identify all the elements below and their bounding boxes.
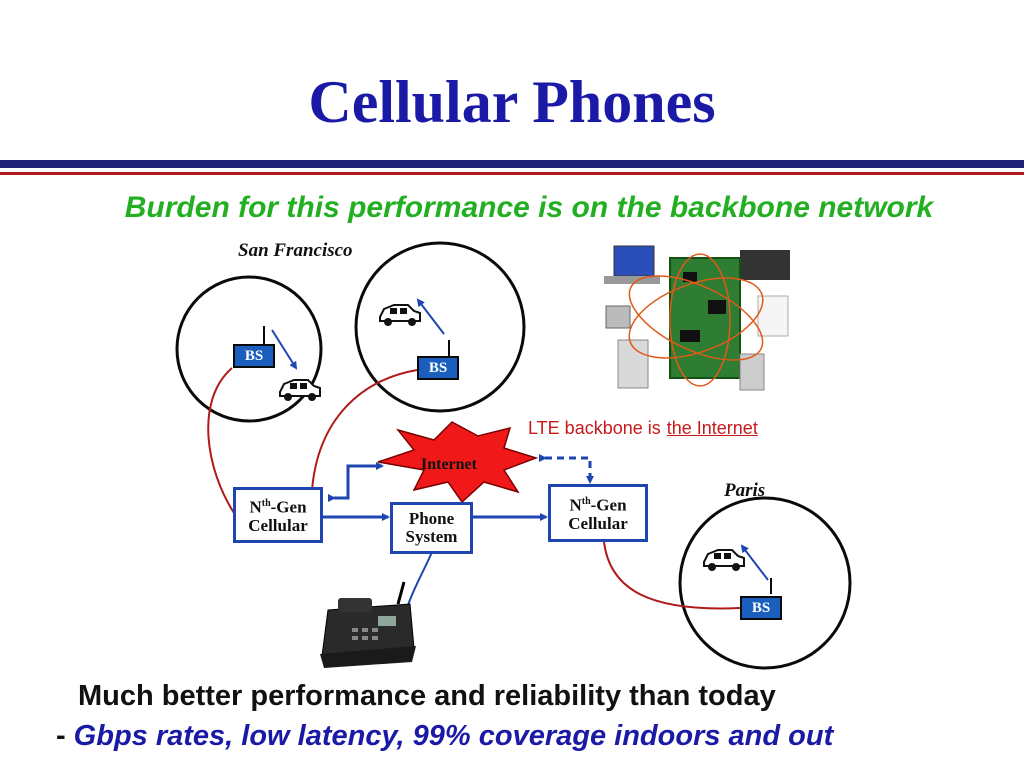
- title-rule-navy: [0, 160, 1024, 168]
- cell-paris: [678, 496, 852, 670]
- title-rule-red: [0, 172, 1024, 175]
- the-internet-link[interactable]: the Internet: [666, 418, 758, 438]
- slide-title: Cellular Phones: [308, 69, 716, 135]
- base-station-sf-right: BS: [417, 356, 459, 380]
- cellular-box-left-line2: Cellular: [248, 515, 308, 535]
- link-internet-cellular-right: [539, 454, 594, 484]
- cell-sf-left: [175, 275, 323, 423]
- radio-link-sf-left: [271, 329, 298, 370]
- cellular-box-left-line1: Nth-Gen: [249, 497, 307, 517]
- backhaul-sf-right: [311, 369, 418, 491]
- bottom-statement: Much better performance and reliability …: [78, 680, 776, 712]
- phone-system-line2: System: [405, 527, 458, 546]
- city-label-san-francisco: San Francisco: [238, 240, 353, 261]
- car-icon: [703, 549, 745, 571]
- lte-backbone-text: LTE backbone is: [528, 418, 661, 438]
- cellular-box-right-line2: Cellular: [568, 513, 628, 533]
- devices-circuit-graphic: [604, 245, 790, 391]
- internet-label: Internet: [421, 456, 478, 473]
- car-icon: [279, 379, 321, 401]
- bullet-dash: -: [56, 720, 66, 752]
- backhaul-sf-left: [207, 367, 237, 517]
- slide-subtitle: Burden for this performance is on the ba…: [124, 191, 934, 224]
- cell-sf-right: [354, 241, 526, 413]
- landline-phone-icon: [320, 581, 416, 668]
- radio-link-sf-right: [416, 298, 445, 335]
- bottom-bullet: -Gbps rates, low latency, 99% coverage i…: [56, 720, 833, 753]
- bottom-bullet-text: Gbps rates, low latency, 99% coverage in…: [73, 720, 834, 752]
- cellular-box-right-line1: Nth-Gen: [569, 495, 627, 515]
- phone-system-box: Phone System: [390, 502, 473, 554]
- phone-system-line1: Phone: [408, 509, 455, 528]
- city-label-paris: Paris: [724, 480, 766, 501]
- base-station-paris: BS: [740, 596, 782, 620]
- cellular-box-left: Nth-Gen Cellular: [233, 487, 323, 543]
- link-cellular-internet: [328, 462, 384, 502]
- base-station-sf-left: BS: [233, 344, 275, 368]
- car-icon: [379, 304, 421, 326]
- cellular-box-right: Nth-Gen Cellular: [548, 484, 648, 542]
- backhaul-paris: [603, 541, 741, 610]
- radio-link-paris: [740, 544, 769, 581]
